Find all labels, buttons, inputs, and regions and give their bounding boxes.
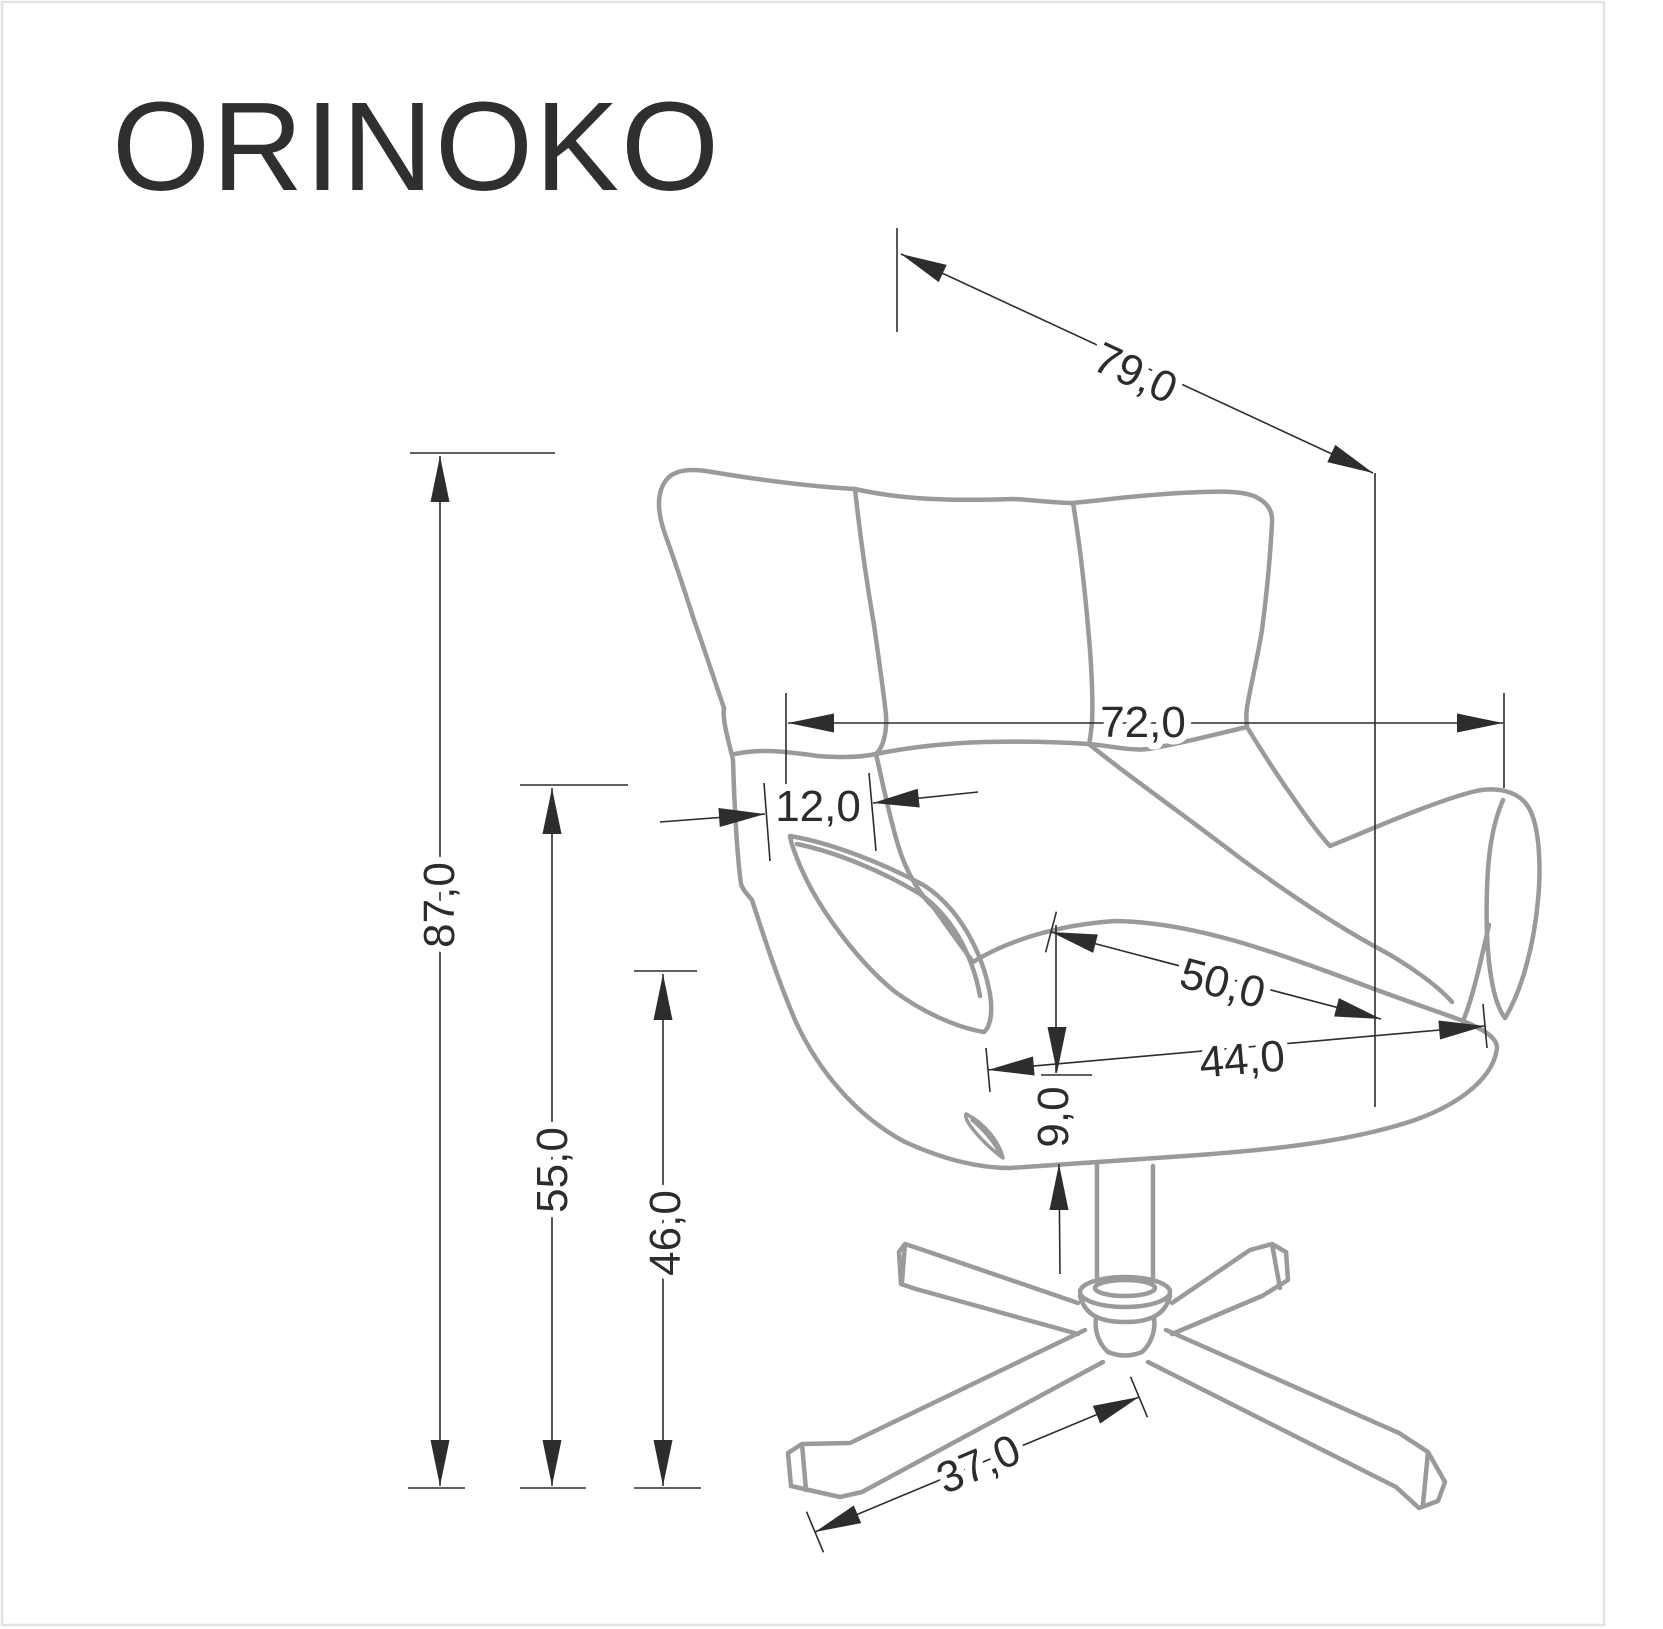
chair-hub-cone xyxy=(1093,1315,1157,1358)
dim-total-height: 87,0 xyxy=(408,452,555,1489)
dim-base-leg-length: 37,0 xyxy=(805,1376,1149,1553)
dim-seat-height-label: 46,0 xyxy=(641,1190,690,1276)
chair-left-seam-upper xyxy=(852,486,889,757)
dim-seat-height: 46,0 xyxy=(634,970,701,1489)
arrow-up-icon xyxy=(653,974,673,1020)
arrow-down-icon xyxy=(653,1440,673,1486)
arrow-left-icon xyxy=(873,788,920,808)
dim-base-leg-length-label: 37,0 xyxy=(930,1425,1028,1504)
arrow-up-left-icon xyxy=(901,254,947,283)
chair-zipper-detail xyxy=(963,1112,1005,1160)
arrow-down-left-icon xyxy=(815,1505,862,1532)
dim-width-label: 72,0 xyxy=(1100,698,1186,747)
chair-leg-front-right xyxy=(1145,1327,1448,1511)
arrow-up-icon xyxy=(430,456,450,502)
chair-right-armrest-outer xyxy=(1244,724,1542,1021)
chair-left-armrest-cushion xyxy=(787,833,994,1035)
chair-column xyxy=(1094,1160,1156,1280)
chair-leg-front-left xyxy=(785,1327,1106,1500)
chair-hub-collar xyxy=(1077,1293,1173,1325)
dim-armrest-width-label: 12,0 xyxy=(775,782,861,831)
chair-right-armrest-inner xyxy=(1484,797,1508,1021)
arrow-right-icon xyxy=(718,808,765,827)
dim-total-height-label: 87,0 xyxy=(415,862,464,948)
chair-leg-back-right xyxy=(1169,1241,1291,1337)
chair-right-seam-lower xyxy=(1086,741,1455,1005)
dim-backrest-height-label: 55,0 xyxy=(528,1127,577,1213)
chair-right-armrest-front xyxy=(1460,922,1492,1024)
dim-armrest-width: 12,0 xyxy=(659,772,979,862)
sheet-border xyxy=(0,0,1606,1627)
arrow-right-icon xyxy=(1457,713,1503,733)
dim-seat-depth: 50,0 xyxy=(1044,911,1382,1025)
dim-backrest-height: 55,0 xyxy=(520,784,628,1489)
arrow-up-left-icon xyxy=(1051,932,1098,953)
chair-right-seam-upper xyxy=(1070,500,1095,747)
chair-left-armrest-crease xyxy=(794,841,983,999)
chair-seat-top-rim xyxy=(970,918,1466,1024)
dim-depth-label: 79,0 xyxy=(1086,333,1184,414)
chair-shell-underside xyxy=(730,757,1500,1171)
chair-shell-outline xyxy=(656,467,1275,763)
arrow-left-icon xyxy=(988,1056,1035,1076)
chair-hub-ring xyxy=(1077,1274,1173,1310)
arrow-up-icon xyxy=(1049,1164,1069,1210)
arrow-down-icon xyxy=(1047,1027,1067,1073)
arrow-down-icon xyxy=(542,1440,562,1486)
dim-cushion-thickness-label: 9,0 xyxy=(1029,1086,1078,1147)
dim-seat-width-label: 44,0 xyxy=(1197,1031,1287,1087)
chair-illustration xyxy=(656,467,1542,1511)
dim-seat-depth-label: 50,0 xyxy=(1175,949,1270,1018)
arrow-left-icon xyxy=(788,713,834,733)
dim-depth: 79,0 xyxy=(896,228,1376,1107)
arrow-up-right-icon xyxy=(1092,1397,1139,1424)
arrow-down-icon xyxy=(430,1440,450,1486)
arrow-down-right-icon xyxy=(1327,444,1373,473)
arrow-up-icon xyxy=(542,788,562,834)
product-title: ORINOKO xyxy=(112,76,721,217)
dim-width: 72,0 xyxy=(785,691,1505,788)
chair-hub-ring-inner xyxy=(1092,1277,1158,1299)
chair-leg-back-left xyxy=(896,1241,1081,1337)
dim-cushion-thickness: 9,0 xyxy=(1022,925,1092,1275)
arrow-right-icon xyxy=(1438,1020,1485,1040)
chair-horizontal-seam xyxy=(732,724,1250,760)
arrow-down-right-icon xyxy=(1334,998,1381,1019)
